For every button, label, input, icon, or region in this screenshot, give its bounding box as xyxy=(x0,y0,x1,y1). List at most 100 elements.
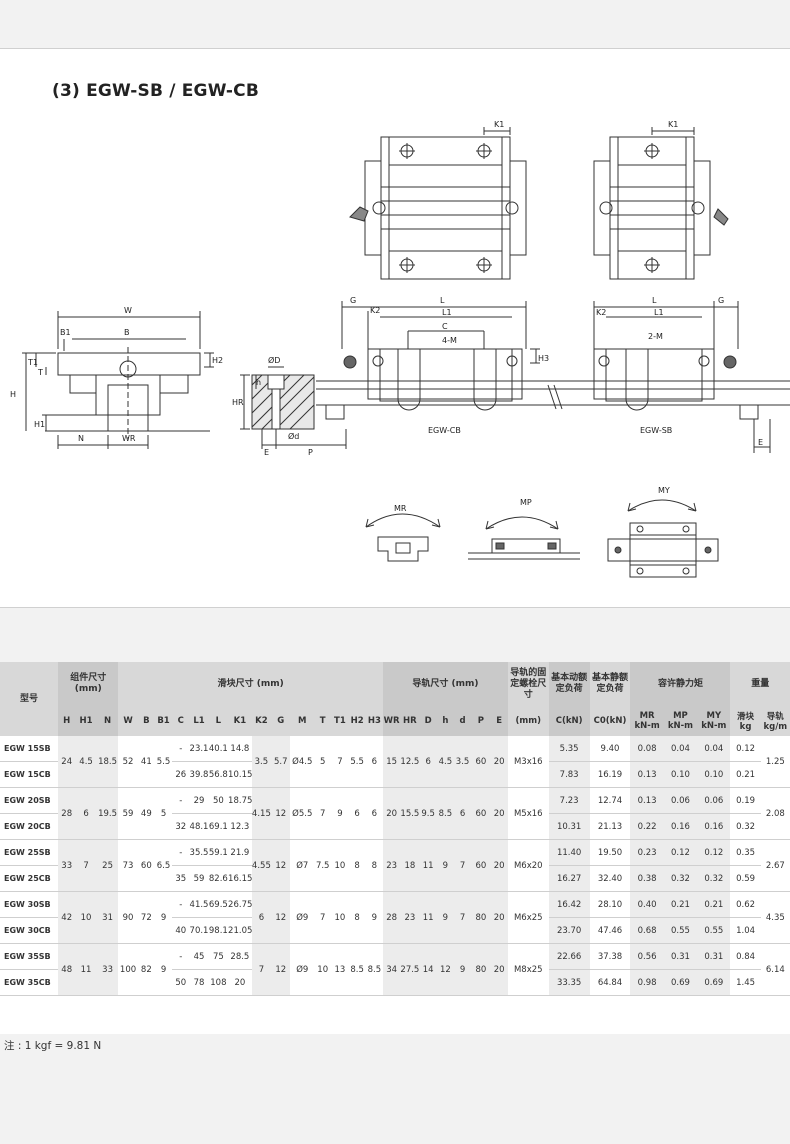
cell-c: 23.70 xyxy=(548,917,590,944)
cell-g: 12 xyxy=(271,891,291,944)
label-g-left: G xyxy=(350,296,356,305)
label-mr: MR xyxy=(394,504,407,513)
cell-mp: 0.69 xyxy=(663,969,698,996)
label-w: W xyxy=(124,306,132,315)
cell-mr: 0.38 xyxy=(630,865,664,892)
cell-bolt: M8x25 xyxy=(507,943,549,996)
cell-t: 7.5 xyxy=(314,839,332,892)
cell-k2: 4.15 xyxy=(251,787,272,840)
cell-h2: 5.5 xyxy=(348,736,366,788)
header-col-bolt-unit: (mm) xyxy=(507,706,549,736)
cell-d: 7 xyxy=(453,891,472,944)
cell-my: 0.55 xyxy=(697,917,731,944)
cell-mr: 0.40 xyxy=(630,891,664,918)
cell-t: 5 xyxy=(314,736,332,788)
cell-t: 7 xyxy=(314,787,332,840)
drawing-panel: (3) EGW-SB / EGW-CB xyxy=(0,48,790,608)
header-my-label: MY xyxy=(706,711,722,721)
header-col-l1: L1 xyxy=(189,706,209,736)
top-view-cb xyxy=(349,127,527,280)
cell-l: 69.1 xyxy=(208,813,229,840)
model-cell: EGW 15CB xyxy=(0,761,59,788)
cell-rail-weight: 2.08 xyxy=(760,787,790,840)
cell-my: 0.04 xyxy=(697,736,731,762)
cell-mr: 0.08 xyxy=(630,736,664,762)
cell-c0: 12.74 xyxy=(589,787,631,814)
technical-drawing: K1 K1 xyxy=(10,120,790,578)
cell-mp: 0.04 xyxy=(663,736,698,762)
cell-l: 69.5 xyxy=(208,891,229,918)
cell-c: - xyxy=(172,943,190,970)
cell-c: 10.31 xyxy=(548,813,590,840)
cell-t1: 10 xyxy=(331,839,349,892)
cell-d: 9.5 xyxy=(419,787,437,840)
top-view-sb xyxy=(593,127,729,280)
cell-h: 42 xyxy=(58,891,76,944)
cell-h: 9 xyxy=(436,891,454,944)
model-cell: EGW 35SB xyxy=(0,943,59,970)
cell-b: 82 xyxy=(137,943,155,996)
cell-b1: 9 xyxy=(154,943,173,996)
cell-c0: 47.46 xyxy=(589,917,631,944)
cell-w: 73 xyxy=(118,839,138,892)
cell-h2: 8.5 xyxy=(348,943,366,996)
header-col-b1: B1 xyxy=(154,706,173,736)
label-k1-a: K1 xyxy=(494,120,504,129)
cell-c: 11.40 xyxy=(548,839,590,866)
moment-mr-icon xyxy=(365,513,441,562)
cell-bolt: M6x25 xyxy=(507,891,549,944)
cell-my: 0.32 xyxy=(697,865,731,892)
cell-k1: 10.15 xyxy=(228,761,252,788)
cell-l: 108 xyxy=(208,969,229,996)
cell-hr: 15.5 xyxy=(400,787,420,840)
cell-l: 98.1 xyxy=(208,917,229,944)
cell-c0: 32.40 xyxy=(589,865,631,892)
header-col-k1: K1 xyxy=(228,706,252,736)
cell-d: 6 xyxy=(453,787,472,840)
cell-k1: 21.05 xyxy=(228,917,252,944)
cell-kg: 0.19 xyxy=(730,787,761,814)
header-mp-unit: kN-m xyxy=(667,721,694,731)
side-view-sb xyxy=(593,301,771,453)
cell-k1: 16.15 xyxy=(228,865,252,892)
header-col-h: H xyxy=(58,706,76,736)
cell-p: 60 xyxy=(471,736,491,788)
model-cell: EGW 15SB xyxy=(0,736,59,762)
cell-e: 20 xyxy=(490,787,508,840)
cell-w: 52 xyxy=(118,736,138,788)
cell-l1: 35.5 xyxy=(189,839,209,866)
header-block_w-label: 滑块 xyxy=(737,712,755,722)
cell-b: 41 xyxy=(137,736,155,788)
label-e-left: E xyxy=(264,448,269,457)
cell-c: 7.83 xyxy=(548,761,590,788)
cell-h: 48 xyxy=(58,943,76,996)
cell-rail-weight: 1.25 xyxy=(760,736,790,788)
cell-k1: 28.5 xyxy=(228,943,252,970)
cell-kg: 0.32 xyxy=(730,813,761,840)
rail-side xyxy=(316,380,790,420)
label-t: T xyxy=(37,368,43,377)
cell-h3: 6 xyxy=(365,736,383,788)
cell-c0: 9.40 xyxy=(589,736,631,762)
cell-d: 14 xyxy=(419,943,437,996)
label-p: P xyxy=(308,448,313,457)
cell-my: 0.21 xyxy=(697,891,731,918)
cell-k2: 6 xyxy=(251,891,272,944)
cell-hr: 12.5 xyxy=(400,736,420,788)
cell-h: 4.5 xyxy=(436,736,454,788)
cell-c: 35 xyxy=(172,865,190,892)
header-col-c0: C0(kN) xyxy=(589,706,631,736)
header-col-n: N xyxy=(96,706,119,736)
cell-mr: 0.23 xyxy=(630,839,664,866)
cell-d: 7 xyxy=(453,839,472,892)
cell-my: 0.06 xyxy=(697,787,731,814)
cell-mp: 0.16 xyxy=(663,813,698,840)
cell-k2: 3.5 xyxy=(251,736,272,788)
header-col-h3: H3 xyxy=(365,706,383,736)
